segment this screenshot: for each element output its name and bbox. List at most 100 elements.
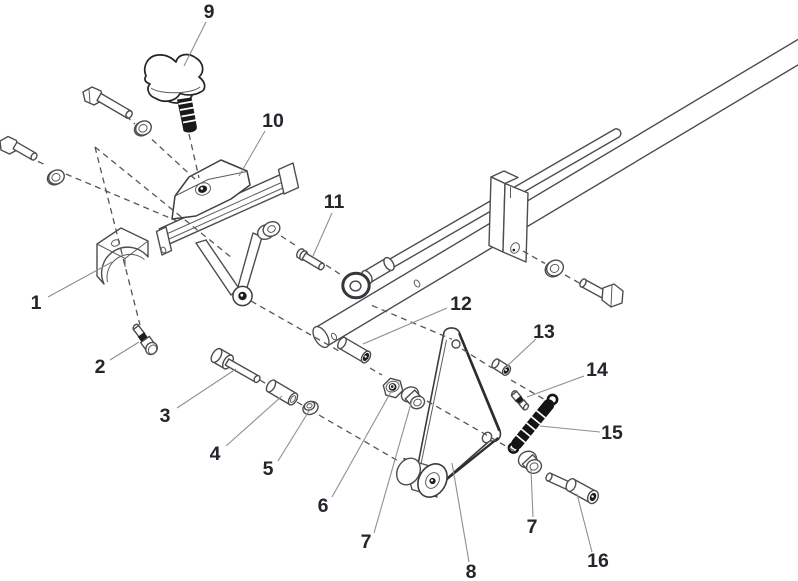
part-label-10: 10 xyxy=(262,110,284,132)
leader-line-part-16 xyxy=(576,493,593,553)
knob-waist-line xyxy=(150,86,201,94)
leader-line-part-12 xyxy=(362,307,448,345)
socket-screw-tip xyxy=(545,472,553,482)
spring-coil-4 xyxy=(530,416,541,425)
flange-nut-hole xyxy=(306,403,313,409)
hex-bolt-tip xyxy=(579,278,587,288)
axis-clamp-bolt-b xyxy=(564,274,583,286)
axis-main-b xyxy=(369,367,383,376)
idler-arm-right-edge xyxy=(458,332,501,432)
axis-left-bolt-a xyxy=(37,160,48,167)
leader-line-part-11 xyxy=(312,212,333,257)
upper-bolt-tip xyxy=(125,110,133,119)
spring-coil-2 xyxy=(520,428,531,438)
roller-back-face xyxy=(395,457,422,486)
knob-star-body xyxy=(143,53,206,103)
saddle-arch-inner xyxy=(106,253,145,283)
axis-upper-bolt-b xyxy=(151,139,198,182)
leader-line-part-1 xyxy=(47,261,113,298)
axis-clevis-pin-a xyxy=(280,235,299,248)
axis-pivot-a xyxy=(259,379,269,386)
hex-bolt-head-facet xyxy=(610,284,613,307)
carriage-clamp-hole-highlight xyxy=(200,187,204,190)
socket-head-screw xyxy=(545,472,600,505)
washer-left-hole xyxy=(51,172,61,182)
spacer-sleeve xyxy=(265,379,299,406)
axis-pivot-c xyxy=(318,414,401,463)
bracket-arm-left xyxy=(195,239,240,296)
carriage-rail-line-1 xyxy=(160,180,287,237)
part-label-12: 12 xyxy=(450,293,472,315)
leader-line-part-14 xyxy=(526,375,585,398)
socket-screw-highlight xyxy=(591,495,594,498)
clamp-block-hole xyxy=(510,242,520,254)
roll-pin-back-cap xyxy=(337,336,347,350)
assembly-axis-lines xyxy=(37,115,583,463)
bushing-rear-face xyxy=(525,459,543,474)
part-label-5: 5 xyxy=(263,458,274,480)
washer-hole xyxy=(549,263,560,273)
washer-clamp-bolt xyxy=(544,259,565,278)
part-label-7b: 7 xyxy=(527,516,538,538)
part-label-2: 2 xyxy=(95,356,106,378)
part-label-6: 6 xyxy=(318,495,329,517)
axis-apex-to-fitting xyxy=(461,348,493,369)
cap-nut-fitting xyxy=(491,358,512,376)
spring-hook-bottom xyxy=(507,442,520,454)
stud-tip xyxy=(183,125,197,133)
part-label-11: 11 xyxy=(324,191,345,213)
washer-upper-hole xyxy=(138,123,148,133)
carriage-rail-left-hole xyxy=(160,246,167,254)
clevis-pin xyxy=(296,248,325,271)
roller-assembly xyxy=(395,457,448,498)
carriage-top-clamp-facet xyxy=(174,171,248,197)
axis-clamp-bolt-a xyxy=(522,250,546,265)
spring-anchor-fitting xyxy=(510,390,530,411)
main-tube xyxy=(312,38,798,349)
axis-main-a xyxy=(250,300,340,352)
washer-upper-face xyxy=(135,120,152,136)
carriage-clamp-assembly xyxy=(155,159,300,307)
part-label-1: 1 xyxy=(31,292,42,314)
stud-thread-3 xyxy=(181,113,196,118)
carriage-rail-right-end xyxy=(277,162,300,195)
pivot-bolt-tip xyxy=(253,374,261,384)
anchor-base-cap xyxy=(522,403,530,411)
set-screw-face xyxy=(147,344,158,355)
idler-arm-plate xyxy=(416,327,502,489)
bracket-lug-front xyxy=(262,220,281,238)
small-flange-nut xyxy=(302,400,319,416)
bushing-rear-bore xyxy=(529,462,539,471)
lock-nut-chamfer xyxy=(385,380,400,393)
cap-nut-back xyxy=(491,358,500,369)
hex-bolt-left xyxy=(0,135,38,161)
bracket-boss-highlight xyxy=(240,293,244,297)
part-label-15: 15 xyxy=(601,422,623,444)
knob-threaded-stud xyxy=(177,97,197,131)
clamp-block-front-face xyxy=(502,182,529,263)
spacer-bore xyxy=(289,395,297,403)
axis-knob-stud xyxy=(188,133,200,179)
leader-line-part-13 xyxy=(506,338,537,367)
bushing-front-bore xyxy=(413,398,422,407)
lock-nut xyxy=(382,377,404,399)
leader-line-part-6 xyxy=(331,389,393,498)
bracket-arm-right xyxy=(237,232,263,292)
axis-left-bolt-b xyxy=(65,173,178,222)
leader-line-part-9 xyxy=(183,21,207,67)
clamp-block-hole-dot xyxy=(512,248,516,252)
tube-hole-upper xyxy=(413,279,421,288)
flange-nut-top xyxy=(303,400,316,411)
axis-main-c xyxy=(426,400,519,454)
carriage-clamp-hole-rim xyxy=(195,182,211,196)
leader-line-part-2 xyxy=(109,341,140,361)
tube-end-cap xyxy=(312,325,330,349)
eye-collar-back-cap xyxy=(383,256,395,272)
set-screw-fitting xyxy=(132,323,158,356)
roller-hub-highlight xyxy=(430,479,434,482)
washer-upper xyxy=(133,120,152,137)
part-label-9: 9 xyxy=(204,1,215,23)
part-label-7: 7 xyxy=(361,531,372,553)
